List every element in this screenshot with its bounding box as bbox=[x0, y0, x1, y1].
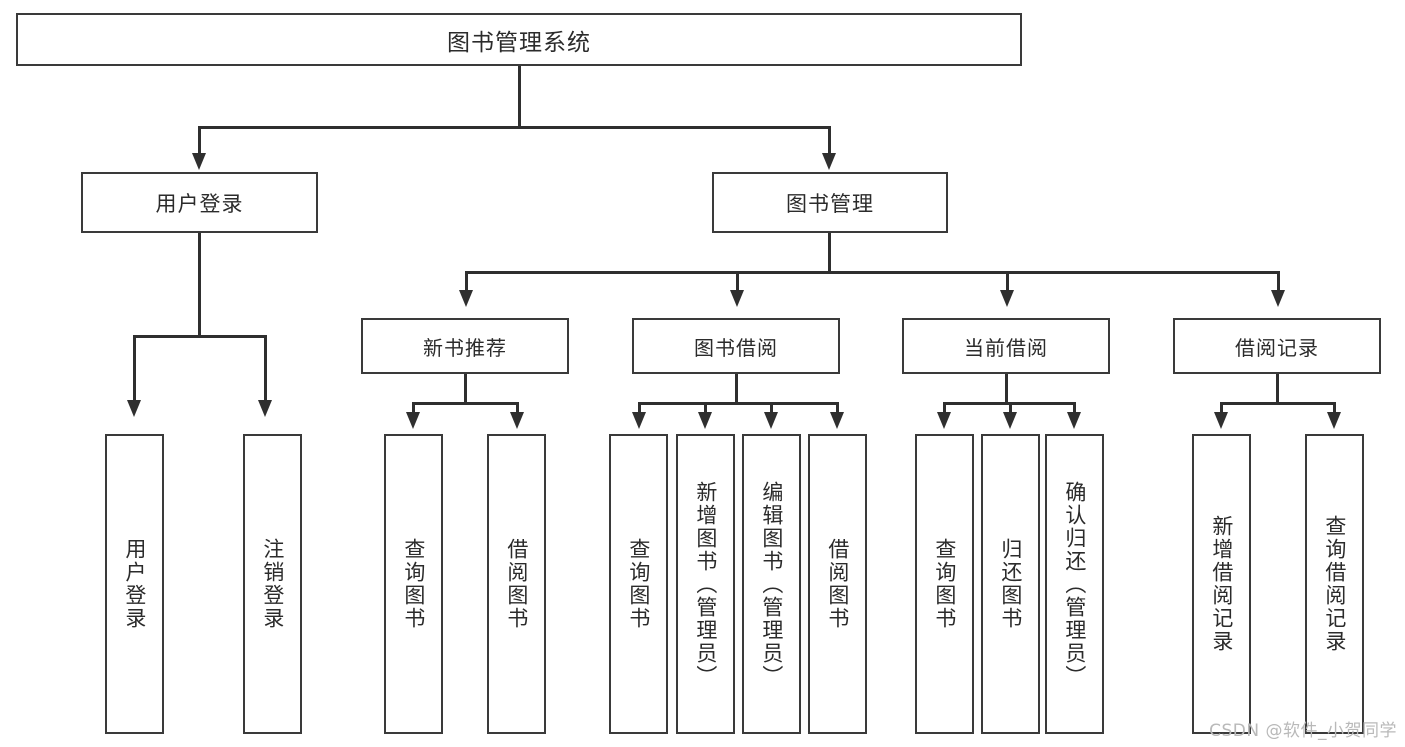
leaf-borrow-query-book[interactable]: 查询图书 bbox=[609, 434, 668, 734]
connector-book-borrow-trunk bbox=[735, 374, 738, 404]
node-label: 借阅记录 bbox=[1235, 335, 1319, 360]
node-label: 新书推荐 bbox=[423, 335, 507, 360]
leaf-confirm-return-admin[interactable]: 确认归还（管理员） bbox=[1045, 434, 1104, 734]
node-label: 借阅图书 bbox=[504, 538, 529, 630]
connector-book-borrow-bar bbox=[639, 402, 837, 405]
node-label: 图书借阅 bbox=[694, 335, 778, 360]
node-label: 查询图书 bbox=[932, 538, 957, 630]
connector-book-borrow-leaf-1 bbox=[704, 402, 707, 416]
node-book-borrow[interactable]: 图书借阅 bbox=[632, 318, 840, 374]
connector-root-to-book-mgmt bbox=[828, 126, 831, 156]
connector-borrow-record-leaf-0 bbox=[1220, 402, 1223, 416]
node-new-book-recommend[interactable]: 新书推荐 bbox=[361, 318, 569, 374]
leaf-user-login[interactable]: 用户登录 bbox=[105, 434, 164, 734]
node-label: 新增借阅记录 bbox=[1209, 515, 1234, 653]
arrowhead-level2-2 bbox=[1000, 290, 1014, 307]
node-root-system[interactable]: 图书管理系统 bbox=[16, 13, 1022, 66]
node-label: 新增图书（管理员） bbox=[693, 480, 718, 688]
arrowhead-user-login-leaf-1 bbox=[258, 400, 272, 417]
node-label: 图书管理系统 bbox=[447, 29, 591, 56]
connector-book-mgmt-child-2 bbox=[1006, 271, 1009, 293]
connector-new-book-bar bbox=[413, 402, 518, 405]
node-label: 用户登录 bbox=[122, 538, 147, 630]
arrowhead-current-borrow-leaf-1 bbox=[1003, 412, 1017, 429]
node-borrow-record[interactable]: 借阅记录 bbox=[1173, 318, 1381, 374]
node-label: 查询借阅记录 bbox=[1322, 515, 1347, 653]
connector-root-bar bbox=[199, 126, 831, 129]
connector-current-borrow-leaf-0 bbox=[943, 402, 946, 416]
connector-user-login-trunk bbox=[198, 233, 201, 337]
node-book-management[interactable]: 图书管理 bbox=[712, 172, 948, 233]
node-label: 当前借阅 bbox=[964, 335, 1048, 360]
connector-new-book-leaf-0 bbox=[412, 402, 415, 416]
connector-book-mgmt-bar bbox=[466, 271, 1280, 274]
connector-borrow-record-trunk bbox=[1276, 374, 1279, 404]
connector-current-borrow-leaf-2 bbox=[1073, 402, 1076, 416]
connector-book-mgmt-child-0 bbox=[465, 271, 468, 293]
leaf-query-borrow-record[interactable]: 查询借阅记录 bbox=[1305, 434, 1364, 734]
connector-new-book-trunk bbox=[464, 374, 467, 404]
arrowhead-borrow-record-leaf-0 bbox=[1214, 412, 1228, 429]
arrowhead-book-borrow-leaf-0 bbox=[632, 412, 646, 429]
arrowhead-level2-0 bbox=[459, 290, 473, 307]
node-label: 编辑图书（管理员） bbox=[759, 480, 784, 688]
arrowhead-user-login bbox=[192, 153, 206, 170]
connector-book-mgmt-child-1 bbox=[736, 271, 739, 293]
connector-borrow-record-leaf-1 bbox=[1333, 402, 1336, 416]
connector-user-login-leaf-1 bbox=[264, 335, 267, 403]
connector-book-borrow-leaf-3 bbox=[836, 402, 839, 416]
leaf-edit-book-admin[interactable]: 编辑图书（管理员） bbox=[742, 434, 801, 734]
arrowhead-book-borrow-leaf-3 bbox=[830, 412, 844, 429]
arrowhead-level2-3 bbox=[1271, 290, 1285, 307]
node-label: 查询图书 bbox=[626, 538, 651, 630]
connector-new-book-leaf-1 bbox=[516, 402, 519, 416]
arrowhead-current-borrow-leaf-2 bbox=[1067, 412, 1081, 429]
leaf-borrow-book[interactable]: 借阅图书 bbox=[808, 434, 867, 734]
node-label: 图书管理 bbox=[786, 191, 874, 216]
connector-book-borrow-leaf-0 bbox=[638, 402, 641, 416]
connector-root-trunk bbox=[518, 66, 521, 128]
arrowhead-level2-1 bbox=[730, 290, 744, 307]
arrowhead-new-book-leaf-1 bbox=[510, 412, 524, 429]
node-current-borrow[interactable]: 当前借阅 bbox=[902, 318, 1110, 374]
connector-root-to-user-login bbox=[198, 126, 201, 156]
node-label: 注销登录 bbox=[260, 538, 285, 630]
arrowhead-current-borrow-leaf-0 bbox=[937, 412, 951, 429]
node-label: 借阅图书 bbox=[825, 538, 850, 630]
connector-current-borrow-leaf-1 bbox=[1009, 402, 1012, 416]
node-label: 用户登录 bbox=[155, 191, 244, 216]
arrowhead-book-borrow-leaf-1 bbox=[698, 412, 712, 429]
leaf-return-book[interactable]: 归还图书 bbox=[981, 434, 1040, 734]
leaf-current-query-book[interactable]: 查询图书 bbox=[915, 434, 974, 734]
arrowhead-borrow-record-leaf-1 bbox=[1327, 412, 1341, 429]
node-user-login[interactable]: 用户登录 bbox=[81, 172, 318, 233]
leaf-new-book-borrow[interactable]: 借阅图书 bbox=[487, 434, 546, 734]
arrowhead-book-borrow-leaf-2 bbox=[764, 412, 778, 429]
connector-user-login-leaf-0 bbox=[133, 335, 136, 403]
connector-book-mgmt-trunk bbox=[828, 233, 831, 273]
arrowhead-book-mgmt bbox=[822, 153, 836, 170]
leaf-add-borrow-record[interactable]: 新增借阅记录 bbox=[1192, 434, 1251, 734]
connector-current-borrow-trunk bbox=[1005, 374, 1008, 404]
node-label: 归还图书 bbox=[998, 538, 1023, 630]
arrowhead-user-login-leaf-0 bbox=[127, 400, 141, 417]
arrowhead-new-book-leaf-0 bbox=[406, 412, 420, 429]
leaf-add-book-admin[interactable]: 新增图书（管理员） bbox=[676, 434, 735, 734]
connector-book-borrow-leaf-2 bbox=[770, 402, 773, 416]
leaf-new-book-query[interactable]: 查询图书 bbox=[384, 434, 443, 734]
connector-borrow-record-bar bbox=[1221, 402, 1335, 405]
connector-user-login-bar bbox=[134, 335, 266, 338]
connector-book-mgmt-child-3 bbox=[1277, 271, 1280, 293]
leaf-logout[interactable]: 注销登录 bbox=[243, 434, 302, 734]
node-label: 确认归还（管理员） bbox=[1062, 480, 1087, 688]
node-label: 查询图书 bbox=[401, 538, 426, 630]
